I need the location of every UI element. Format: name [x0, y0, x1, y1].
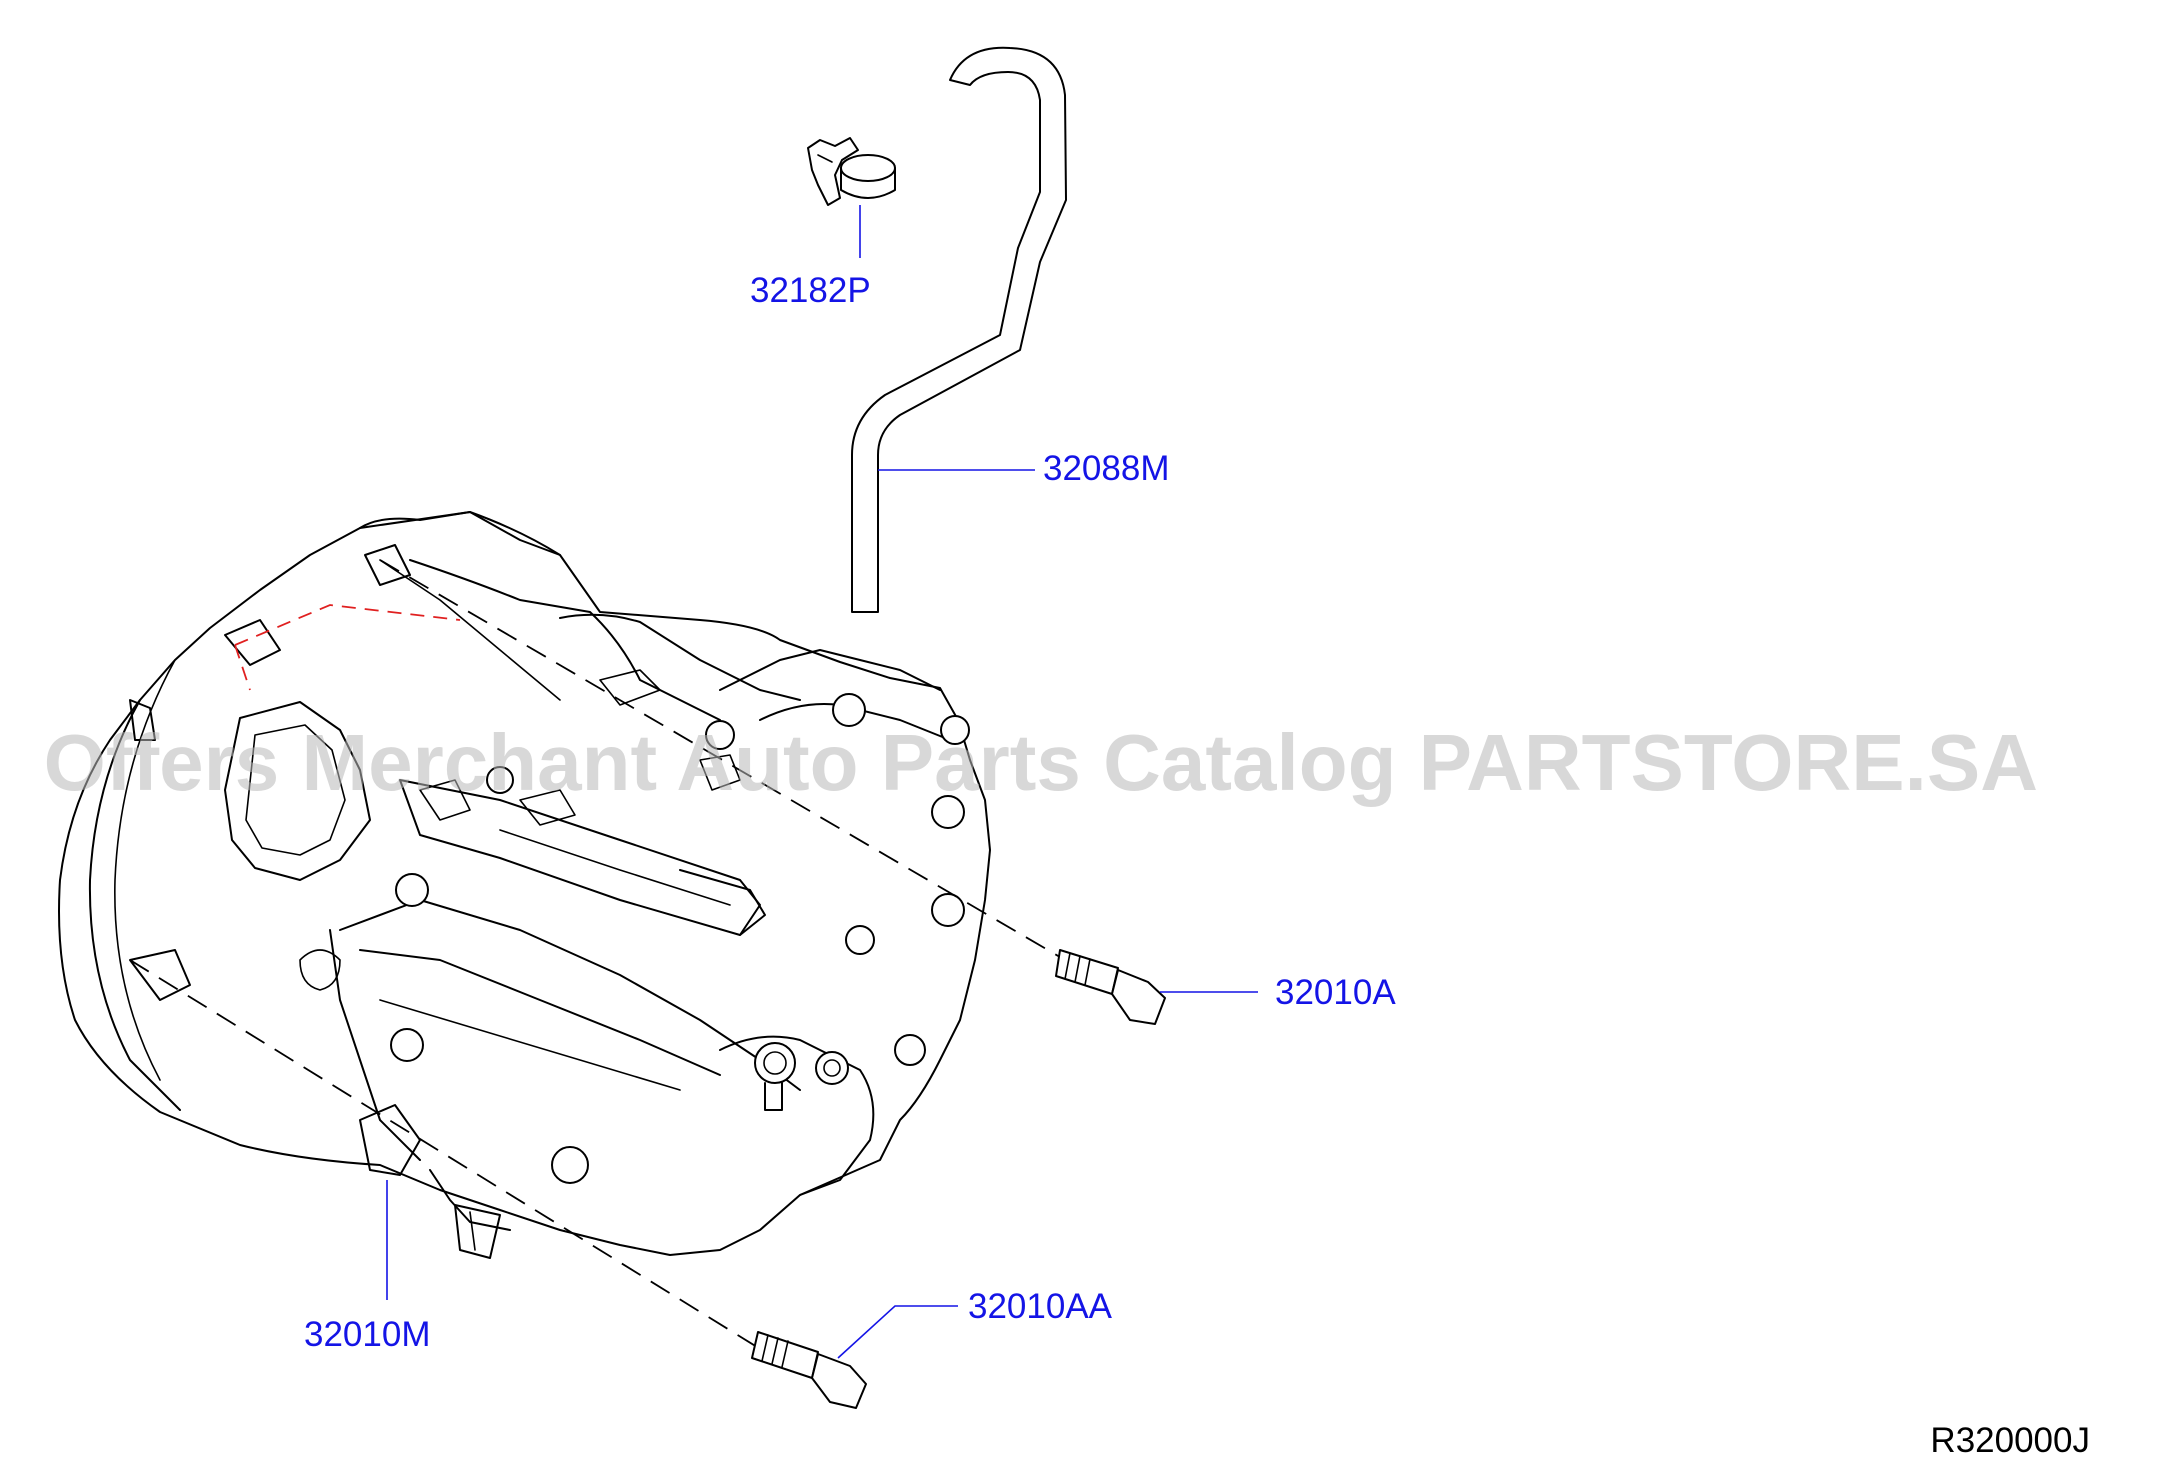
- part-label-32088m[interactable]: 32088M: [1043, 449, 1169, 488]
- hose-clamp-32182p[interactable]: [807, 137, 896, 206]
- diagram-code: R320000J: [1930, 1421, 2090, 1460]
- bolt-32010a[interactable]: [1055, 949, 1166, 1025]
- watermark: Offers Merchant Auto Parts Catalog PARTS…: [44, 718, 2038, 807]
- part-label-32010aa[interactable]: 32010AA: [968, 1287, 1113, 1326]
- transmission-assembly-32010m[interactable]: [58, 511, 991, 1259]
- part-label-32010m[interactable]: 32010M: [304, 1315, 430, 1354]
- bolt-32010aa[interactable]: [751, 1331, 867, 1409]
- alignment-lines: [129, 559, 1066, 1356]
- part-label-32010a[interactable]: 32010A: [1275, 973, 1396, 1012]
- part-label-32182p[interactable]: 32182P: [750, 271, 871, 310]
- leader-lines: [386, 205, 1258, 1359]
- breather-hose-32088m[interactable]: [851, 46, 1067, 613]
